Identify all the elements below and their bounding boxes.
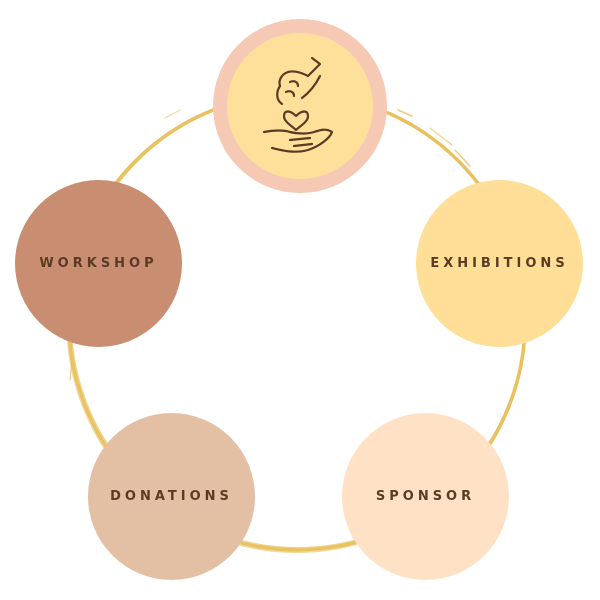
workshop-node: WORKSHOP [15,180,182,347]
exhibitions-label: EXHIBITIONS [430,256,569,271]
donations-node: DONATIONS [88,413,255,580]
hands-giving-heart-icon [262,56,334,153]
donations-label: DONATIONS [110,489,233,504]
center-node [213,19,387,193]
exhibitions-node: EXHIBITIONS [416,180,583,347]
sponsor-label: SPONSOR [375,489,476,504]
sponsor-node: SPONSOR [342,413,509,580]
center-node-inner [227,33,373,179]
workshop-label: WORKSHOP [39,256,158,271]
